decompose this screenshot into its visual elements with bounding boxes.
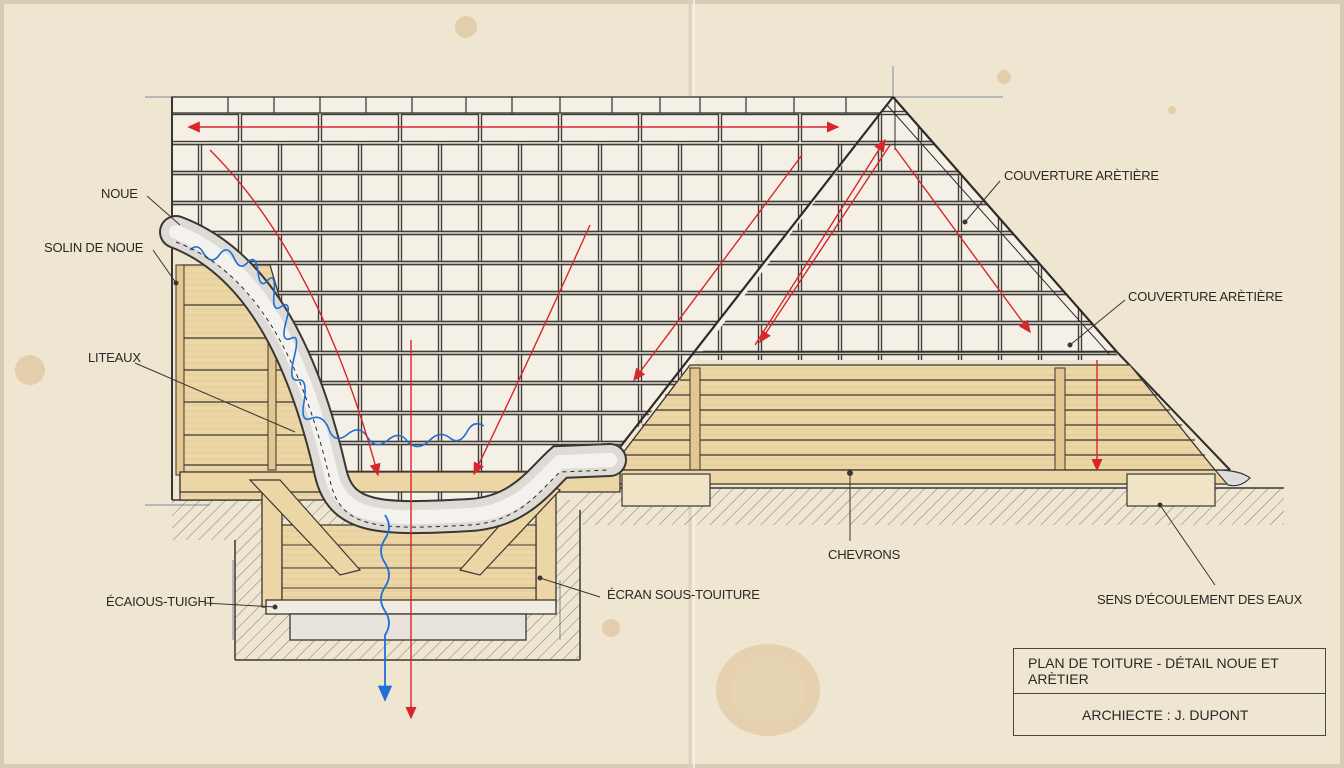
label-solin-de-noue: SOLIN DE NOUE bbox=[44, 240, 144, 255]
label-ecran-left: ÉCAIOUS-TUIGHT bbox=[106, 594, 215, 609]
label-ecran-sous-toiture: ÉCRAN SOUS-TOUITURE bbox=[607, 587, 760, 602]
leader-lines bbox=[134, 180, 1216, 610]
hip-timber-frame bbox=[554, 364, 1251, 507]
label-couverture-aretiere-1: COUVERTURE ARÈTIÈRE bbox=[1004, 168, 1159, 183]
architect-name: ARCHIECTE : J. DUPONT bbox=[1082, 707, 1249, 723]
valley-gutter bbox=[159, 215, 627, 535]
title-block: PLAN DE TOITURE - DÉTAIL NOUE ET ARÈTIER… bbox=[1013, 648, 1326, 736]
label-liteaux: LITEAUX bbox=[88, 350, 141, 365]
label-chevrons: CHEVRONS bbox=[828, 547, 901, 562]
label-noue: NOUE bbox=[101, 186, 138, 201]
label-sens-ecoulement: SENS D'ÉCOULEMENT DES EAUX bbox=[1097, 592, 1303, 607]
label-couverture-aretiere-2: COUVERTURE ARÈTIÈRE bbox=[1128, 289, 1283, 304]
paper-stains bbox=[15, 16, 1176, 736]
water-drain-arrow bbox=[377, 514, 393, 702]
flow-arrows bbox=[187, 121, 1103, 720]
drawing-title: PLAN DE TOITURE - DÉTAIL NOUE ET ARÈTIER bbox=[1014, 649, 1325, 694]
